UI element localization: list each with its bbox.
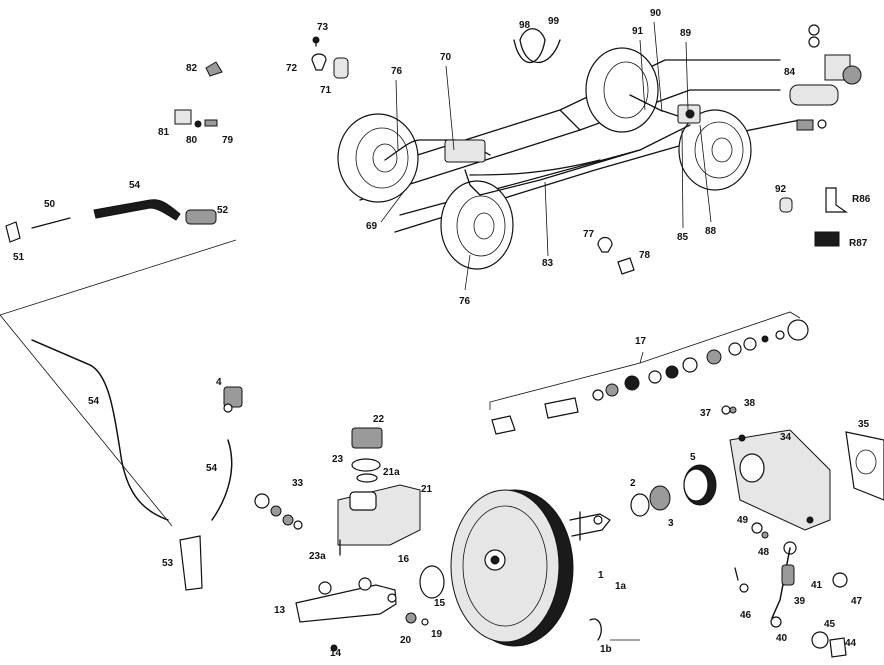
- wheel-left-front: [440, 180, 514, 270]
- label-4: 4: [216, 377, 222, 388]
- label-88: 88: [705, 226, 717, 237]
- label-78: 78: [639, 250, 651, 261]
- label-35: 35: [858, 419, 870, 430]
- label-21: 21: [421, 484, 433, 495]
- bracket-34: [721, 405, 831, 531]
- brake-booster-1: [450, 489, 611, 647]
- parts-92-R86-R87: [779, 187, 848, 247]
- label-82: 82: [186, 63, 198, 74]
- part-labels: 73 72 71 76 70 98 99 90 91 89 84 82 81 8…: [13, 8, 871, 659]
- label-76-top: 76: [391, 66, 403, 77]
- lever-assembly-39-49: [734, 522, 848, 658]
- label-37: 37: [700, 408, 712, 419]
- parts-98-99-spring: [513, 28, 561, 64]
- label-14: 14: [330, 648, 342, 659]
- label-81: 81: [158, 127, 170, 138]
- wheel-right-rear: [585, 47, 659, 133]
- label-84: 84: [784, 67, 796, 78]
- parts-77-78: [597, 236, 635, 275]
- label-1b: 1b: [600, 644, 612, 655]
- label-98: 98: [519, 20, 531, 31]
- clamp-parts-71-73: [311, 36, 349, 79]
- label-13: 13: [274, 605, 286, 616]
- label-20: 20: [400, 635, 412, 646]
- label-80: 80: [186, 135, 198, 146]
- label-53: 53: [162, 558, 174, 569]
- gasket-35: [845, 431, 884, 501]
- label-16: 16: [398, 554, 410, 565]
- label-46: 46: [740, 610, 752, 621]
- label-R86: R86: [852, 194, 871, 205]
- label-39: 39: [794, 596, 806, 607]
- label-15: 15: [434, 598, 446, 609]
- label-92: 92: [775, 184, 787, 195]
- seal-kit-17: [489, 311, 809, 435]
- vacuum-hose-assembly: [0, 199, 243, 591]
- wheel-right-front: [678, 109, 752, 191]
- label-33: 33: [292, 478, 304, 489]
- label-22: 22: [373, 414, 385, 425]
- label-40: 40: [776, 633, 788, 644]
- label-23: 23: [332, 454, 344, 465]
- label-21a: 21a: [383, 467, 400, 478]
- label-73: 73: [317, 22, 329, 33]
- label-1a: 1a: [615, 581, 627, 592]
- label-77: 77: [583, 229, 595, 240]
- label-76-bottom: 76: [459, 296, 471, 307]
- label-51: 51: [13, 252, 25, 263]
- label-54-top: 54: [129, 180, 141, 191]
- label-99: 99: [548, 16, 560, 27]
- label-48: 48: [758, 547, 770, 558]
- part-82: [205, 61, 223, 77]
- label-1: 1: [598, 570, 604, 581]
- leader-lines: [380, 21, 712, 641]
- label-69: 69: [366, 221, 378, 232]
- label-89: 89: [680, 28, 692, 39]
- wheel-left-rear: [337, 113, 419, 203]
- label-34: 34: [780, 432, 792, 443]
- label-5: 5: [690, 452, 696, 463]
- label-19: 19: [431, 629, 443, 640]
- label-50: 50: [44, 199, 56, 210]
- label-91: 91: [632, 26, 644, 37]
- label-47: 47: [851, 596, 863, 607]
- label-23a: 23a: [309, 551, 326, 562]
- parts-79-81: [174, 109, 218, 128]
- reservoir-assembly: [337, 427, 421, 556]
- label-71: 71: [320, 85, 332, 96]
- label-44: 44: [845, 638, 857, 649]
- label-79: 79: [222, 135, 234, 146]
- chassis-wheel-assembly: [337, 47, 801, 270]
- label-41: 41: [811, 580, 823, 591]
- label-54-mid: 54: [206, 463, 218, 474]
- parts-33: [254, 493, 303, 530]
- label-38: 38: [744, 398, 756, 409]
- label-52: 52: [217, 205, 229, 216]
- label-90: 90: [650, 8, 662, 19]
- label-R87: R87: [849, 238, 868, 249]
- label-85: 85: [677, 232, 689, 243]
- label-2: 2: [630, 478, 636, 489]
- part-84-valve: [789, 24, 862, 131]
- label-3: 3: [668, 518, 674, 529]
- label-49: 49: [737, 515, 749, 526]
- label-54-left: 54: [88, 396, 100, 407]
- label-45: 45: [824, 619, 836, 630]
- label-72: 72: [286, 63, 298, 74]
- pushrod-parts-2-5: [630, 464, 717, 517]
- label-83: 83: [542, 258, 554, 269]
- master-cylinder-13: [295, 565, 445, 652]
- label-70: 70: [440, 52, 452, 63]
- label-17: 17: [635, 336, 647, 347]
